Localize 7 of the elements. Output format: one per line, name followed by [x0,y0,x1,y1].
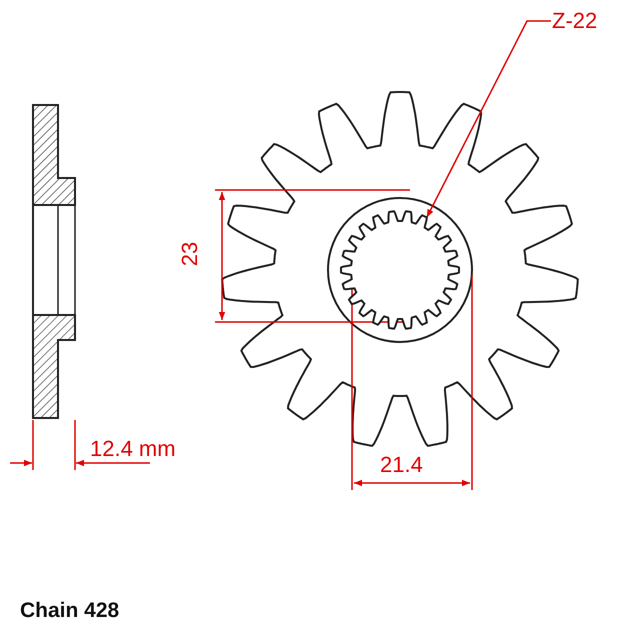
dimension-value: 12.4 mm [90,438,176,460]
chain-size-label: Chain 428 [20,600,120,621]
leader-line [426,20,551,218]
dimension-value: 21.4 [380,454,423,476]
dimension-value: 23 [179,242,202,266]
callout-text: Z-22 [552,10,598,32]
spline-bore-drawing [338,208,462,332]
